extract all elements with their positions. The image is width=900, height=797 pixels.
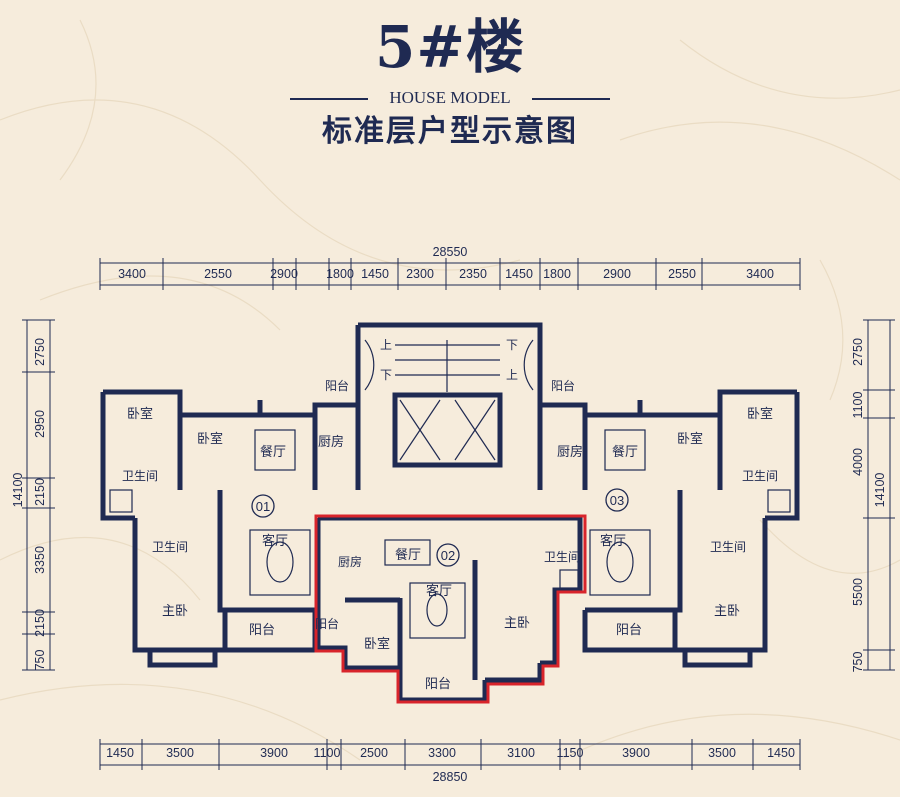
dim-top-6: 2300 [406,267,434,281]
dim-bottom-2: 3500 [166,746,194,760]
dim-top-12: 3400 [746,267,774,281]
dim-right-4: 5500 [851,578,865,606]
dim-left-5: 2150 [33,609,47,637]
unit-marker-01: 01 [251,494,275,518]
room-dining-03: 餐厅 [612,444,638,460]
dim-bottom-11: 1450 [767,746,795,760]
room-bath-03b: 卫生间 [710,540,746,554]
walls [100,322,800,703]
room-kitchen-03: 厨房 [557,444,583,460]
unit-label-01: 01 [256,499,270,514]
dim-right-2: 1100 [851,392,865,419]
dim-right-total: 14100 [873,473,887,508]
dim-left-4: 3350 [33,546,47,574]
room-bedroom-03b: 卧室 [747,406,773,422]
room-balcony-02a: 阳台 [315,616,339,631]
unit-02-highlight [314,514,587,704]
dim-top-11: 2550 [668,267,696,281]
subtitle-row: HOUSE MODEL [290,88,610,108]
unit-marker-03: 03 [605,488,629,512]
dim-top-total: 28550 [433,245,468,259]
room-dining-02: 餐厅 [395,547,421,563]
dim-top-5: 1450 [361,267,389,281]
dim-top-2: 2550 [204,267,232,281]
unit-marker-02: 02 [436,543,460,567]
dim-left-1: 2750 [33,338,47,366]
dim-bottom-total: 28850 [433,770,468,784]
dim-bottom-6: 3300 [428,746,456,760]
dim-top-4: 1800 [326,267,354,281]
room-balcony-01a: 阳台 [325,378,349,393]
dim-left-3: 2150 [33,478,47,506]
room-living-03: 客厅 [600,533,626,549]
subtitle-rule-left [290,98,368,100]
dim-top-1: 3400 [118,267,146,281]
dim-right-3: 4000 [851,448,865,476]
room-bath-02: 卫生间 [544,550,580,564]
dim-left-2: 2950 [33,410,47,438]
dim-top-3: 2900 [270,267,298,281]
room-kitchen-02: 厨房 [338,554,362,569]
dim-bottom-5: 2500 [360,746,388,760]
dim-top-10: 2900 [603,267,631,281]
dim-top-7: 2350 [459,267,487,281]
room-dining-01: 餐厅 [260,444,286,460]
stair-up-left: 上 [380,338,392,352]
room-bedroom-02: 卧室 [364,636,390,652]
dim-bottom-10: 3500 [708,746,736,760]
room-bath-01a: 卫生间 [122,469,158,483]
stair-down-left: 下 [380,368,392,382]
subtitle-rule-right [532,98,610,100]
dim-top-9: 1800 [543,267,571,281]
stair-down-right: 下 [506,338,518,352]
dim-right-5: 750 [851,652,865,673]
room-balcony-01b: 阳台 [249,623,275,638]
room-balcony-02b: 阳台 [425,677,451,692]
dim-bottom-8: 1150 [557,746,584,760]
dim-left-total: 14100 [11,473,25,508]
interior-lines [109,339,791,639]
room-bath-03a: 卫生间 [742,469,778,483]
room-master-02: 主卧 [504,616,530,631]
dim-bottom-7: 3100 [507,746,535,760]
room-living-02: 客厅 [426,583,452,599]
room-bath-01b: 卫生间 [152,540,188,554]
dim-top-8: 1450 [505,267,533,281]
room-master-01: 主卧 [162,604,188,619]
room-living-01: 客厅 [262,533,288,549]
room-master-03: 主卧 [714,604,740,619]
dim-bottom-9: 3900 [622,746,650,760]
dim-right-1: 2750 [851,338,865,366]
dim-bottom-4: 1100 [314,746,341,760]
room-bedroom-03a: 卧室 [677,431,703,447]
dim-bottom-1: 1450 [106,746,134,760]
room-balcony-03b: 阳台 [616,623,642,638]
room-bedroom-01a: 卧室 [127,406,153,422]
unit-label-03: 03 [610,493,624,508]
dimension-lines [22,258,895,770]
subtitle: HOUSE MODEL [389,88,511,107]
room-bedroom-01b: 卧室 [197,431,223,447]
building-title: 5#楼 [375,13,525,81]
room-balcony-03a: 阳台 [551,378,575,393]
unit-label-02: 02 [441,548,455,563]
plan-title: 标准层户型示意图 [322,114,578,149]
room-kitchen-01: 厨房 [318,434,344,450]
stair-up-right: 上 [506,368,518,382]
dim-bottom-3: 3900 [260,746,288,760]
dim-left-6: 750 [33,650,47,671]
